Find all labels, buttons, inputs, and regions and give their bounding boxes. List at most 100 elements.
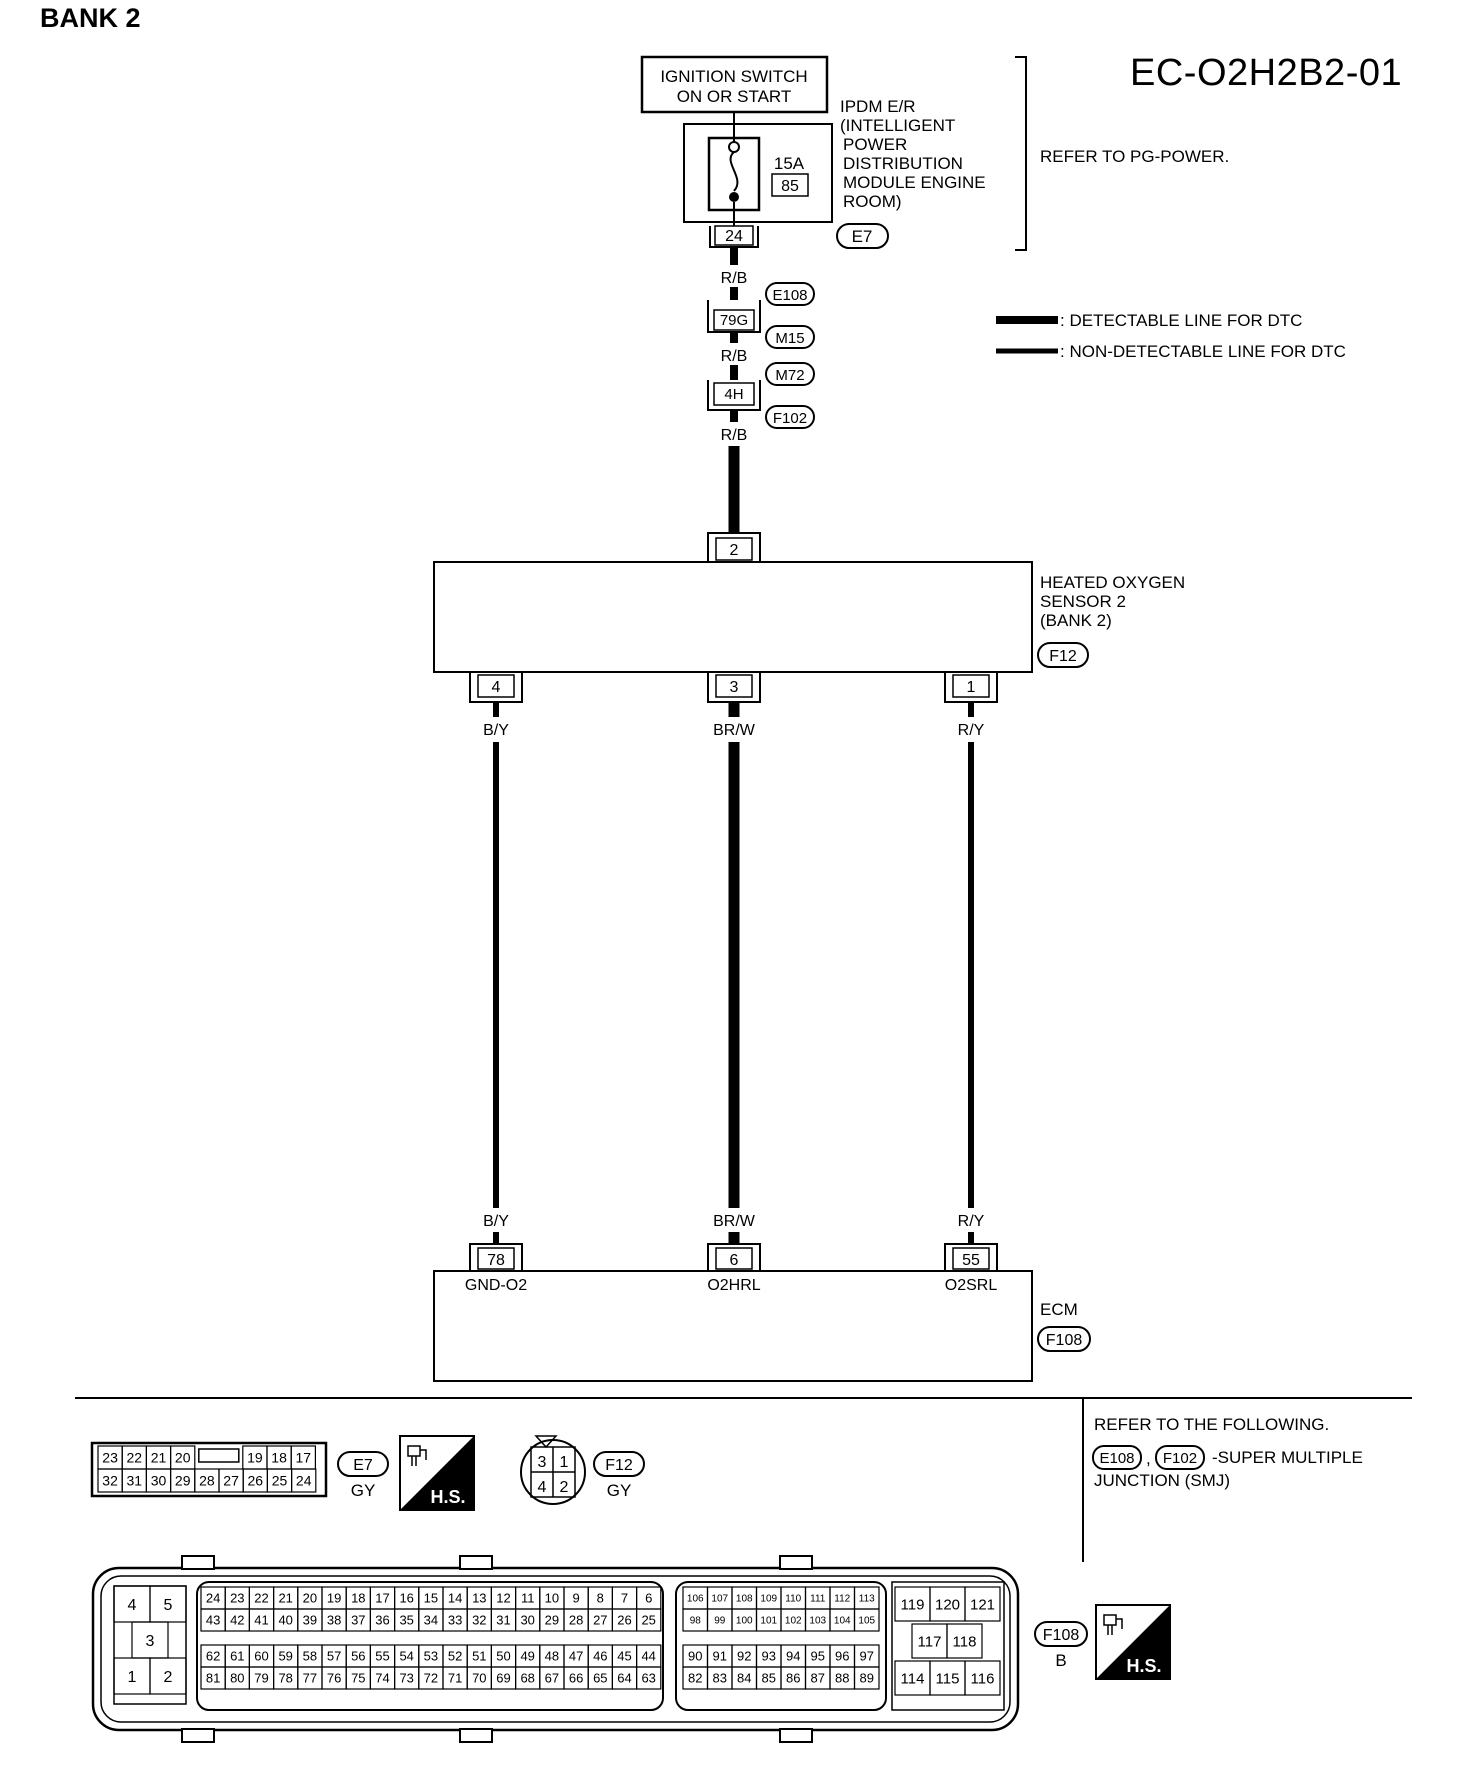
f108-pin-19: 19 — [327, 1591, 341, 1606]
f108-pin-7: 7 — [621, 1591, 628, 1606]
f108-pin-9: 9 — [572, 1591, 579, 1606]
f108-pin-22: 22 — [254, 1591, 268, 1606]
e7-pin-23: 23 — [102, 1450, 118, 1466]
ipdm-label-5: MODULE ENGINE — [843, 173, 986, 192]
f108-pin-115: 115 — [936, 1670, 960, 1687]
f108-pin-5: 5 — [164, 1597, 173, 1614]
e7-pin-26: 26 — [248, 1473, 264, 1489]
f108-pin-76: 76 — [327, 1671, 341, 1686]
junction-4h-box — [713, 382, 755, 406]
f108-pin-112: 112 — [834, 1594, 850, 1605]
fuse-icon — [729, 151, 739, 192]
f108-pin-3: 3 — [146, 1633, 155, 1650]
f108-pin-105-cell — [853, 1608, 880, 1632]
refer-connector-f102: F102 — [1163, 1450, 1197, 1467]
f108-pin-16: 16 — [399, 1591, 413, 1606]
f108-pin-63: 63 — [641, 1671, 655, 1686]
f108-pin-108: 108 — [736, 1594, 753, 1605]
f12-id: F12 — [605, 1457, 633, 1474]
e7-pin-22: 22 — [127, 1450, 143, 1466]
legend-non-detectable-text: : NON-DETECTABLE LINE FOR DTC — [1060, 342, 1346, 361]
ecm-signal-o2hrl: O2HRL — [707, 1277, 760, 1294]
sensor-terminal-2-box — [715, 537, 753, 561]
f108-pin-51: 51 — [472, 1649, 486, 1664]
f108-pin-47: 47 — [569, 1649, 583, 1664]
f108-pin-40: 40 — [278, 1613, 292, 1628]
f108-pin-25: 25 — [641, 1613, 655, 1628]
sensor-terminal-4-box — [477, 674, 515, 698]
f108-pin-41: 41 — [254, 1613, 268, 1628]
wire-by-label-bottom: B/Y — [483, 1213, 509, 1230]
f108-pin-42: 42 — [230, 1613, 244, 1628]
sensor-label-3: (BANK 2) — [1040, 611, 1112, 630]
fuse-number: 85 — [781, 178, 799, 195]
f108-color: B — [1055, 1651, 1066, 1670]
f108-pin-46: 46 — [593, 1649, 607, 1664]
sensor-terminal-4: 4 — [492, 679, 501, 696]
e7-pin-21: 21 — [151, 1450, 167, 1466]
f108-pin-23: 23 — [230, 1591, 244, 1606]
ipdm-label-3: POWER — [843, 135, 907, 154]
f108-pin-103: 103 — [809, 1616, 826, 1627]
f108-pin-4: 4 — [128, 1597, 137, 1614]
f108-pin-65: 65 — [593, 1671, 607, 1686]
connector-m15-badge — [765, 325, 815, 349]
refer-comma: , — [1146, 1449, 1151, 1468]
connector-e108-label: E108 — [772, 287, 807, 304]
ecm-terminal-6-bracket — [707, 1243, 761, 1270]
e7-pin-29: 29 — [175, 1473, 191, 1489]
wire-brw-label-bottom: BR/W — [713, 1213, 756, 1230]
f12-color: GY — [607, 1481, 632, 1500]
f108-pin-21: 21 — [278, 1591, 292, 1606]
connector-e7-label: E7 — [852, 227, 873, 246]
f108-pin-71: 71 — [448, 1671, 462, 1686]
f108-pin-109: 109 — [760, 1594, 777, 1605]
refer-power-text: REFER TO PG-POWER. — [1040, 147, 1229, 166]
wire-rb-label-2: R/B — [721, 348, 748, 365]
f108-pin-61: 61 — [230, 1649, 244, 1664]
ecm-signal-gnd-o2: GND-O2 — [465, 1277, 527, 1294]
e7-pin-20: 20 — [175, 1450, 191, 1466]
f108-pin-121: 121 — [970, 1596, 995, 1613]
f108-pin-95: 95 — [811, 1649, 825, 1664]
connector-m72-badge — [765, 362, 815, 386]
f108-pin-43: 43 — [206, 1613, 220, 1628]
refer-bracket — [1015, 56, 1027, 251]
sensor-terminal-2: 2 — [730, 542, 739, 559]
diagram-code: EC-O2H2B2-01 — [1130, 52, 1403, 94]
f108-pin-120: 120 — [935, 1596, 960, 1613]
connector-f12-label: F12 — [1049, 648, 1077, 665]
f108-pin-81: 81 — [206, 1671, 220, 1686]
f108-pin-94: 94 — [786, 1649, 800, 1664]
f108-pin-45: 45 — [617, 1649, 631, 1664]
connector-f102-label: F102 — [773, 410, 807, 427]
terminal-24-box — [714, 225, 754, 246]
f108-pin-99: 99 — [714, 1616, 726, 1627]
f108-pin-91: 91 — [713, 1649, 727, 1664]
f108-pin-29: 29 — [545, 1613, 559, 1628]
fuse-terminal-bottom — [729, 192, 739, 202]
f108-pin-87: 87 — [811, 1671, 825, 1686]
ipdm-label-4: DISTRIBUTION — [843, 154, 963, 173]
e7-id: E7 — [353, 1457, 373, 1474]
ipdm-label-2: (INTELLIGENT — [840, 116, 955, 135]
f12-pin-3: 3 — [538, 1454, 547, 1471]
f108-pin-92: 92 — [737, 1649, 751, 1664]
f108-pin-78: 78 — [278, 1671, 292, 1686]
f108-pin-77: 77 — [303, 1671, 317, 1686]
f108-pin-14: 14 — [448, 1591, 462, 1606]
refer-connector-f102-badge — [1155, 1445, 1205, 1470]
f108-pin-106: 106 — [687, 1594, 704, 1605]
f12-id-badge — [593, 1451, 645, 1477]
f108-pin-33: 33 — [448, 1613, 462, 1628]
connector-m72-label: M72 — [775, 367, 804, 384]
f108-pin-8: 8 — [597, 1591, 604, 1606]
e7-pin-24-cell — [291, 1468, 317, 1493]
e7-key-slot — [198, 1448, 240, 1463]
f108-pin-1: 1 — [128, 1669, 137, 1686]
fuse-amperage: 15A — [774, 154, 805, 173]
ecm-terminal-78-box — [477, 1247, 515, 1270]
f108-pin-118-cell — [946, 1623, 983, 1659]
f108-pin-96: 96 — [835, 1649, 849, 1664]
